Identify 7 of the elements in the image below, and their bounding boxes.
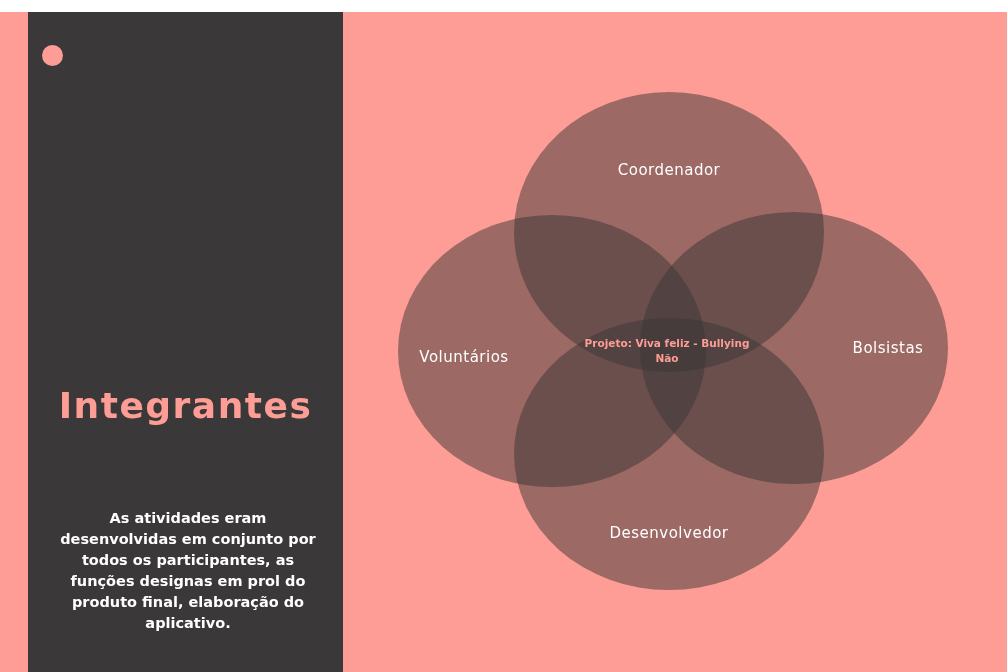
circle-label: Coordenador — [617, 161, 721, 179]
circle-label: Desenvolvedor — [609, 524, 729, 542]
circle-label: Voluntários — [419, 348, 509, 366]
center-label: Projeto: Viva feliz - Bullying Não — [583, 336, 751, 366]
description-paragraph: As atividades eram desenvolvidas em conjunto por todos os participantes, as funções designas em prol do produto final, elaboração do aplicativo. — [59, 509, 317, 633]
circle-label: Bolsistas — [852, 339, 924, 357]
title: Integrantes — [57, 385, 314, 426]
